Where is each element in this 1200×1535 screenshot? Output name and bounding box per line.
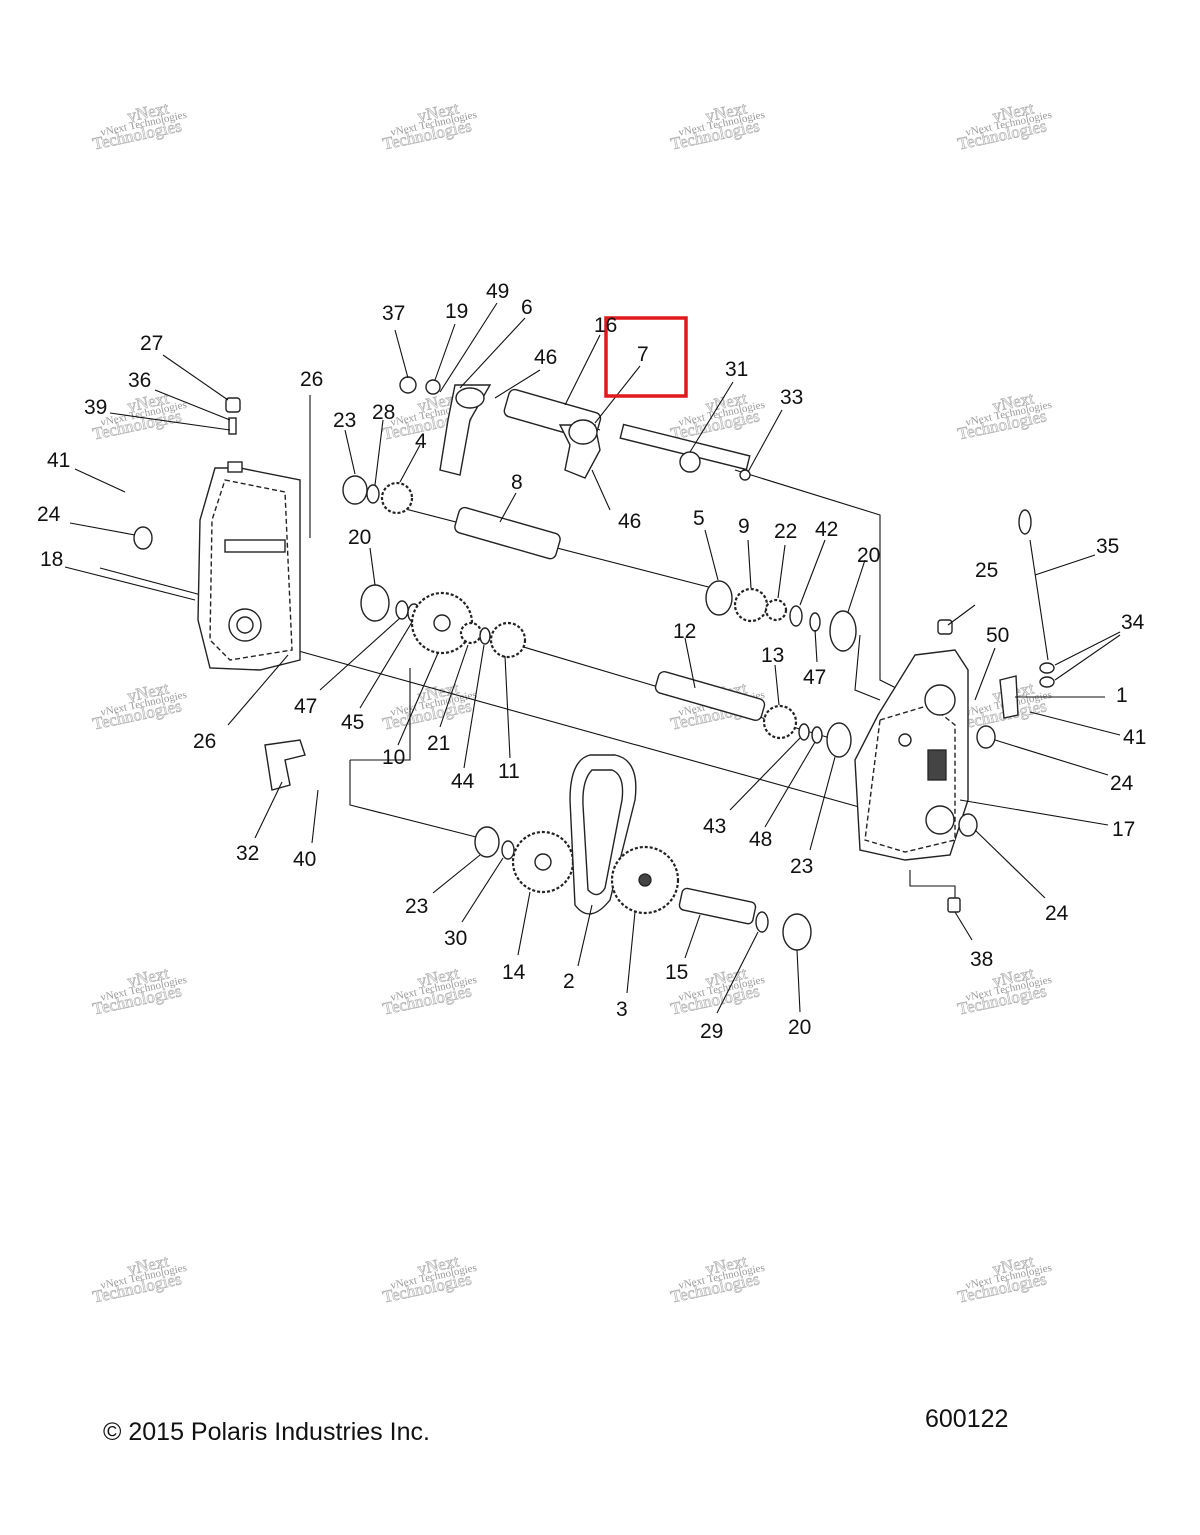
callout-45[interactable]: 45 (341, 711, 364, 734)
callout-35[interactable]: 35 (1096, 535, 1119, 558)
parts (133, 376, 1055, 951)
callout-30[interactable]: 30 (444, 927, 467, 950)
callouts: 27 36 39 41 24 18 26 37 19 49 6 46 16 7 … (37, 280, 1146, 1043)
callout-43[interactable]: 43 (703, 815, 726, 838)
callout-38[interactable]: 38 (970, 948, 993, 971)
callout-20[interactable]: 20 (788, 1016, 811, 1039)
figure-number: 600122 (925, 1405, 1009, 1433)
callout-20[interactable]: 20 (857, 544, 880, 567)
callout-24[interactable]: 24 (1045, 902, 1069, 925)
callout-29[interactable]: 29 (700, 1020, 723, 1043)
copyright-notice: © 2015 Polaris Industries Inc. (103, 1418, 430, 1446)
callout-9[interactable]: 9 (738, 515, 750, 538)
watermark: Technologies vNext vNext Technologies (668, 1251, 765, 1307)
axis-line (909, 870, 956, 900)
callout-20[interactable]: 20 (348, 526, 371, 549)
callout-37[interactable]: 37 (382, 302, 405, 325)
callout-44[interactable]: 44 (451, 770, 475, 793)
callout-34[interactable]: 34 (1121, 611, 1145, 634)
callout-4[interactable]: 4 (415, 430, 427, 453)
callout-28[interactable]: 28 (372, 401, 395, 424)
callout-46[interactable]: 46 (534, 346, 557, 369)
watermark: Technologies vNext vNext Technologies (380, 678, 477, 734)
watermark: Technologies vNext vNext Technologies (955, 388, 1052, 444)
callout-10[interactable]: 10 (382, 746, 405, 769)
callout-40[interactable]: 40 (293, 848, 316, 871)
callout-31[interactable]: 31 (725, 358, 748, 381)
axis-line (350, 668, 411, 761)
callout-12[interactable]: 12 (673, 620, 696, 643)
callout-1[interactable]: 1 (1116, 684, 1128, 707)
callout-36[interactable]: 36 (128, 369, 151, 392)
right-case-half (854, 649, 969, 861)
callout-49[interactable]: 49 (486, 280, 509, 303)
callout-15[interactable]: 15 (665, 961, 688, 984)
callout-7[interactable]: 7 (637, 343, 649, 366)
callout-41[interactable]: 41 (1123, 726, 1146, 749)
watermark: Technologies vNext vNext Technologies (380, 963, 477, 1019)
callout-17[interactable]: 17 (1112, 818, 1135, 841)
watermark: Technologies vNext vNext Technologies (90, 963, 187, 1019)
callout-25[interactable]: 25 (975, 559, 998, 582)
left-case-half (197, 461, 301, 671)
watermark: Technologies vNext vNext Technologies (90, 98, 187, 154)
watermark: Technologies vNext vNext Technologies (380, 98, 477, 154)
callout-2[interactable]: 2 (563, 970, 575, 993)
callout-42[interactable]: 42 (815, 518, 838, 541)
callout-8[interactable]: 8 (511, 471, 523, 494)
watermark: Technologies vNext vNext Technologies (955, 963, 1052, 1019)
callout-48[interactable]: 48 (749, 828, 772, 851)
watermark: Technologies vNext vNext Technologies (90, 1251, 187, 1307)
callout-22[interactable]: 22 (774, 520, 797, 543)
callout-6[interactable]: 6 (521, 296, 533, 319)
leader-lines (64, 302, 1121, 1014)
callout-39[interactable]: 39 (84, 396, 107, 419)
callout-24[interactable]: 24 (1110, 772, 1134, 795)
callout-47[interactable]: 47 (803, 666, 826, 689)
callout-3[interactable]: 3 (616, 998, 628, 1021)
axis-line (294, 649, 871, 811)
callout-50[interactable]: 50 (986, 624, 1009, 647)
callout-18[interactable]: 18 (40, 548, 63, 571)
watermark: Technologies vNext vNext Technologies (668, 98, 765, 154)
watermark: Technologies vNext vNext Technologies (380, 1251, 477, 1307)
callout-5[interactable]: 5 (693, 507, 705, 530)
watermark: Technologies vNext vNext Technologies (955, 1251, 1052, 1307)
callout-16[interactable]: 16 (594, 314, 617, 337)
callout-26[interactable]: 26 (300, 368, 323, 391)
axis-line (734, 469, 901, 691)
callout-19[interactable]: 19 (445, 300, 468, 323)
callout-13[interactable]: 13 (761, 644, 784, 667)
callout-23[interactable]: 23 (790, 855, 813, 878)
watermark: Technologies vNext vNext Technologies (90, 678, 187, 734)
callout-26[interactable]: 26 (193, 730, 216, 753)
highlight-box (604, 316, 688, 398)
callout-27[interactable]: 27 (140, 332, 163, 355)
axis-line (854, 634, 881, 701)
callout-47[interactable]: 47 (294, 695, 317, 718)
callout-41[interactable]: 41 (47, 449, 70, 472)
callout-24[interactable]: 24 (37, 503, 61, 526)
callout-32[interactable]: 32 (236, 842, 259, 865)
watermark: Technologies vNext vNext Technologies (668, 388, 765, 444)
callout-33[interactable]: 33 (780, 386, 803, 409)
watermark: Technologies vNext vNext Technologies (955, 98, 1052, 154)
callout-11[interactable]: 11 (498, 760, 520, 783)
callout-23[interactable]: 23 (333, 409, 356, 432)
callout-21[interactable]: 21 (427, 732, 450, 755)
axis-line (349, 760, 481, 839)
callout-46[interactable]: 46 (618, 510, 641, 533)
callout-14[interactable]: 14 (502, 961, 526, 984)
callout-23[interactable]: 23 (405, 895, 428, 918)
